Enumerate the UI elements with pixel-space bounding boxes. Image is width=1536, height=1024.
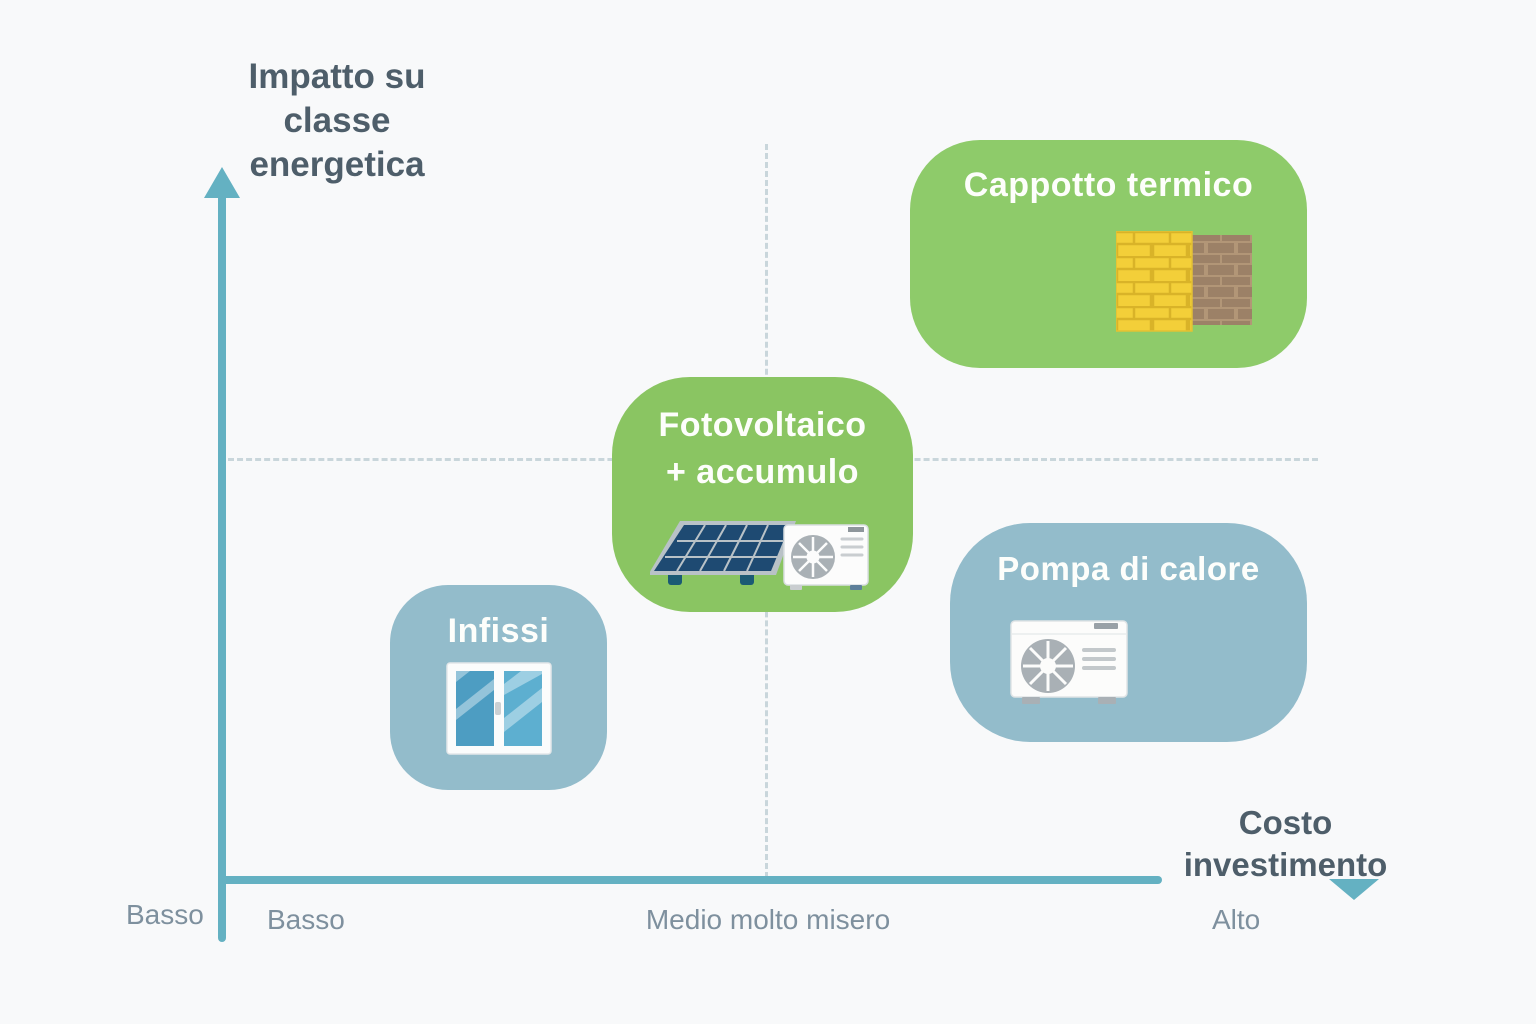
- item-infissi: Infissi: [390, 585, 607, 790]
- item-pompa-di-calore-label: Pompa di calore: [997, 550, 1260, 587]
- x-axis-tick-alto: Alto: [1212, 904, 1261, 935]
- item-fotovoltaico-accumulo-label: Fotovoltaico + accumulo: [658, 406, 867, 491]
- y-axis-title: Impatto su classe energetica: [248, 57, 426, 184]
- x-axis-title: Costo investimento: [1183, 804, 1388, 883]
- window-icon: [446, 662, 552, 755]
- item-fotovoltaico-accumulo: Fotovoltaico + accumulo: [612, 377, 913, 612]
- y-axis-tick-basso: Basso: [126, 899, 204, 930]
- item-pompa-di-calore: Pompa di calore: [950, 523, 1307, 742]
- item-cappotto-termico-label: Cappotto termico: [963, 166, 1254, 204]
- insulated-wall-icon: [1116, 231, 1252, 332]
- y-axis-arrow-up-icon: [204, 167, 240, 198]
- solar-panel-storage-icon: [650, 521, 869, 590]
- x-axis-tick-medio: Medio molto misero: [645, 904, 891, 935]
- y-axis-line: [218, 194, 226, 942]
- x-axis-line: [222, 876, 1162, 884]
- x-axis-arrow-down-icon: [1329, 879, 1379, 900]
- item-infissi-label: Infissi: [447, 612, 550, 650]
- heat-pump-icon: [1010, 620, 1128, 704]
- x-axis-tick-basso: Basso: [267, 904, 345, 935]
- item-cappotto-termico: Cappotto termico: [910, 140, 1307, 368]
